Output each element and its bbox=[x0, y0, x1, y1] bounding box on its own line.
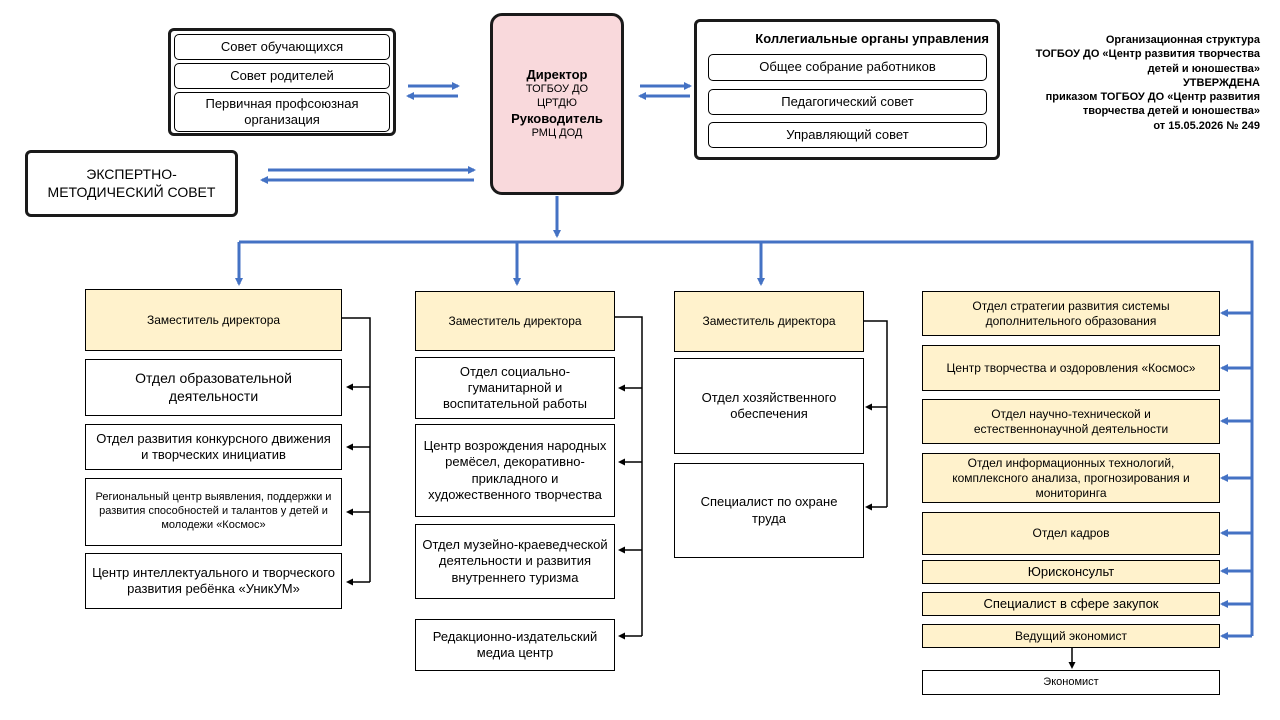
title-line-5: приказом ТОГБОУ ДО «Центр развития bbox=[1045, 91, 1260, 104]
collegial-general-meeting: Общее собрание работников bbox=[708, 54, 987, 81]
document-title-block: Организационная структура ТОГБОУ ДО «Цен… bbox=[960, 33, 1260, 133]
director-org: ТОГБОУ ДО ЦРТДЮ bbox=[525, 83, 589, 110]
council-trade-union: Первичная профсоюзная организация bbox=[174, 92, 390, 132]
dept-strategy: Отдел стратегии развития системы дополни… bbox=[922, 291, 1220, 336]
deputy-director-1: Заместитель директора bbox=[85, 289, 342, 351]
center-kosmos-health: Центр творчества и оздоровления «Космос» bbox=[922, 345, 1220, 391]
council-parents: Совет родителей bbox=[174, 63, 390, 89]
collegial-group: Коллегиальные органы управления bbox=[694, 19, 1000, 160]
leader-org: РМЦ ДОД bbox=[531, 127, 583, 140]
dept-science-tech: Отдел научно-технической и естественнона… bbox=[922, 399, 1220, 444]
dept-social-humanitarian: Отдел социально-гуманитарной и воспитате… bbox=[415, 357, 615, 419]
economist: Экономист bbox=[922, 670, 1220, 695]
council-students: Совет обучающихся bbox=[174, 34, 390, 60]
title-line-2: ТОГБОУ ДО «Центр развития творчества bbox=[1035, 48, 1260, 61]
dept-hr: Отдел кадров bbox=[922, 512, 1220, 555]
expert-methodical-council: ЭКСПЕРТНО-МЕТОДИЧЕСКИЙ СОВЕТ bbox=[25, 150, 238, 217]
title-line-7: от 15.05.2026 № 249 bbox=[1153, 119, 1260, 132]
dept-contest-development: Отдел развития конкурсного движения и тв… bbox=[85, 424, 342, 470]
media-center: Редакционно-издательский медиа центр bbox=[415, 619, 615, 671]
procurement-specialist: Специалист в сфере закупок bbox=[922, 592, 1220, 616]
legal-adviser: Юрисконсульт bbox=[922, 560, 1220, 584]
dept-museum-tourism: Отдел музейно-краеведческой деятельности… bbox=[415, 524, 615, 599]
center-unikum: Центр интеллектуального и творческого ра… bbox=[85, 553, 342, 609]
director-title: Директор bbox=[526, 67, 588, 83]
dept-economic-support: Отдел хозяйственного обеспечения bbox=[674, 358, 864, 454]
collegial-pedagogical-council: Педагогический совет bbox=[708, 89, 987, 115]
leader-title: Руководитель bbox=[511, 110, 603, 126]
title-line-3: детей и юношества» bbox=[1147, 62, 1260, 75]
lead-economist: Ведущий экономист bbox=[922, 624, 1220, 648]
councils-group bbox=[168, 28, 396, 136]
deputy-director-3: Заместитель директора bbox=[674, 291, 864, 352]
deputy-director-2: Заместитель директора bbox=[415, 291, 615, 351]
labor-safety-specialist: Специалист по охране труда bbox=[674, 463, 864, 558]
collegial-title: Коллегиальные органы управления bbox=[755, 31, 989, 46]
director-box: Директор ТОГБОУ ДО ЦРТДЮ Руководитель РМ… bbox=[490, 13, 624, 195]
dept-educational-activity: Отдел образовательной деятельности bbox=[85, 359, 342, 416]
regional-center-kosmos: Региональный центр выявления, поддержки … bbox=[85, 478, 342, 546]
collegial-managing-council: Управляющий совет bbox=[708, 122, 987, 148]
title-line-6: творчества детей и юношества» bbox=[1082, 105, 1260, 118]
dept-it-analysis: Отдел информационных технологий, комплек… bbox=[922, 453, 1220, 503]
title-line-1: Организационная структура bbox=[1105, 34, 1260, 46]
title-line-4: УТВЕРЖДЕНА bbox=[1182, 76, 1260, 89]
center-folk-crafts: Центр возрождения народных ремёсел, деко… bbox=[415, 424, 615, 517]
